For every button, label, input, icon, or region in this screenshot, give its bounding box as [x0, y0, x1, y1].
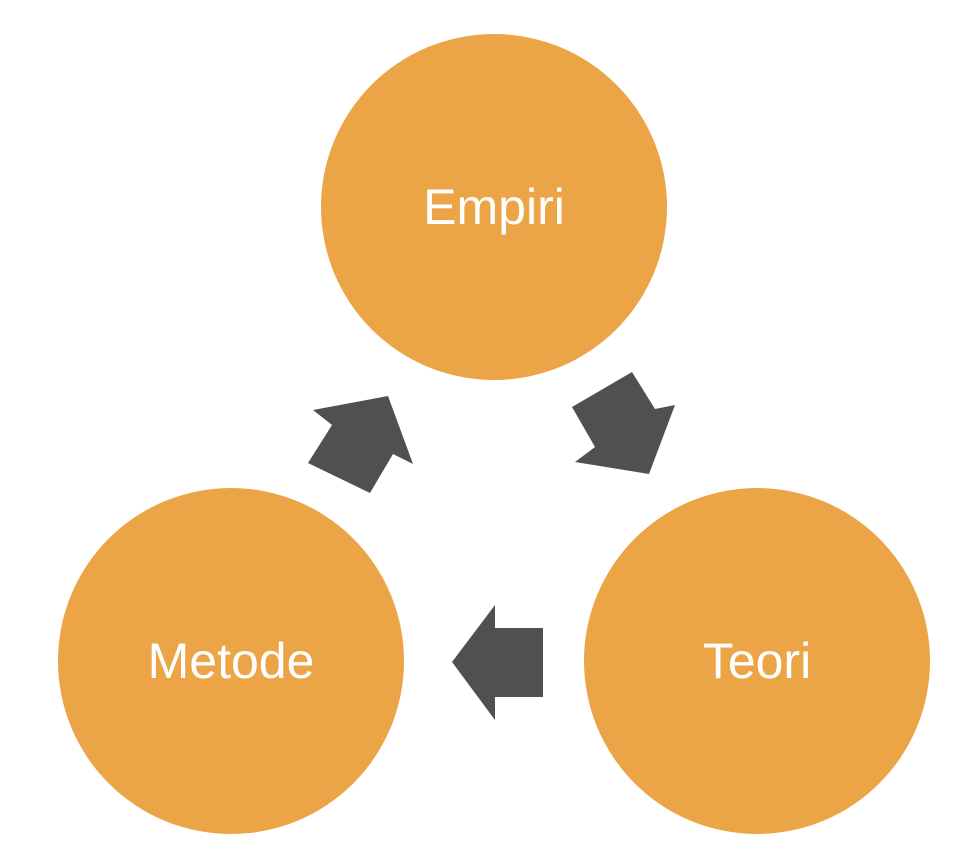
node-label-metode: Metode — [147, 633, 315, 689]
node-label-empiri: Empiri — [423, 179, 565, 235]
node-empiri: Empiri — [321, 34, 667, 380]
arrow-teori-to-metode — [452, 605, 543, 720]
node-label-teori: Teori — [702, 633, 812, 689]
arrow-empiri-to-teori — [572, 372, 675, 474]
node-teori: Teori — [584, 488, 930, 834]
node-metode: Metode — [58, 488, 404, 834]
arrow-metode-to-empiri — [308, 396, 413, 493]
